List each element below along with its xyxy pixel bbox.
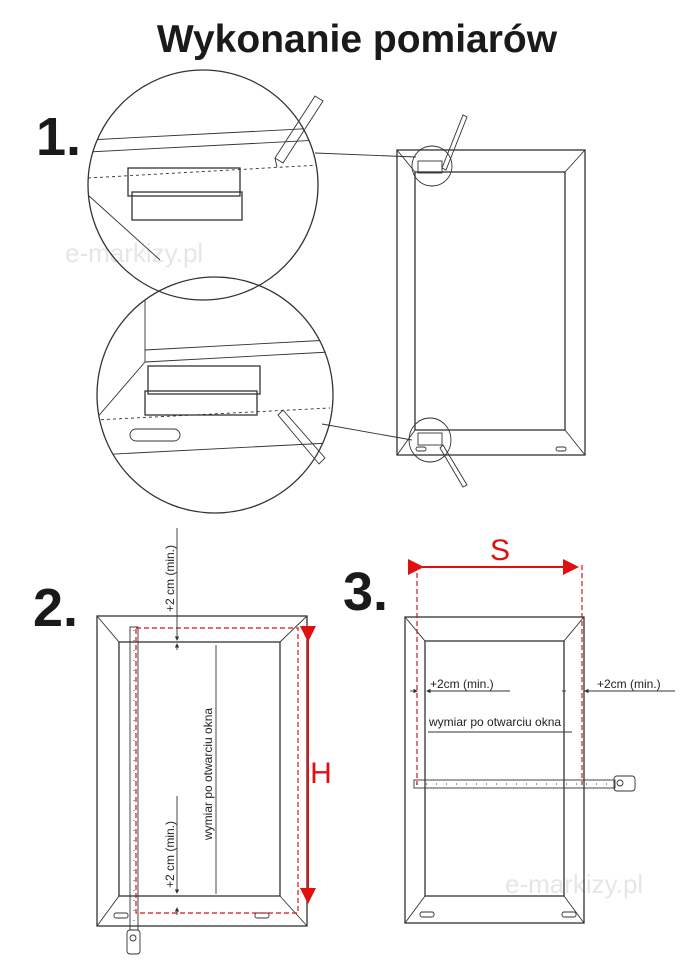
- step-number: 1.: [36, 107, 81, 167]
- window-frame: [96, 615, 308, 927]
- opening-label: wymiar po otwarciu okna: [201, 708, 215, 841]
- step-2: 2. H +2 cm (min.) +2 cm (min.) wymiar po…: [33, 528, 332, 955]
- leader-line: [314, 152, 417, 158]
- detail-circle-bottom: [96, 276, 334, 514]
- margin-bottom-label: +2 cm (min.): [163, 821, 177, 888]
- height-label: H: [310, 757, 332, 790]
- margin-left-label: +2cm (min.): [430, 677, 494, 691]
- measuring-tape: [413, 775, 636, 792]
- watermark: e-markizy.pl: [65, 238, 203, 268]
- margin-right-label: +2cm (min.): [597, 677, 661, 691]
- opening-label: wymiar po otwarciu okna: [428, 715, 561, 729]
- measuring-tape: [126, 626, 141, 955]
- window-frame: [404, 616, 585, 924]
- pencil-icon: [274, 95, 324, 168]
- page-title: Wykonanie pomiarów: [157, 18, 558, 61]
- watermark: e-markizy.pl: [505, 869, 643, 899]
- step-number: 2.: [33, 578, 78, 638]
- measurement-outline: [135, 627, 299, 914]
- step-number: 3.: [343, 562, 388, 622]
- step-1: 1.: [36, 69, 586, 514]
- window-frame: [396, 114, 586, 488]
- width-label: S: [490, 534, 510, 567]
- leader-line: [321, 423, 413, 441]
- margin-top-label: +2 cm (min.): [163, 545, 177, 612]
- step-3: 3. S +2cm (min.) +2cm (min.) wymiar po o…: [343, 534, 675, 924]
- pencil-icon: [277, 409, 326, 465]
- detail-circle-top: [87, 69, 324, 301]
